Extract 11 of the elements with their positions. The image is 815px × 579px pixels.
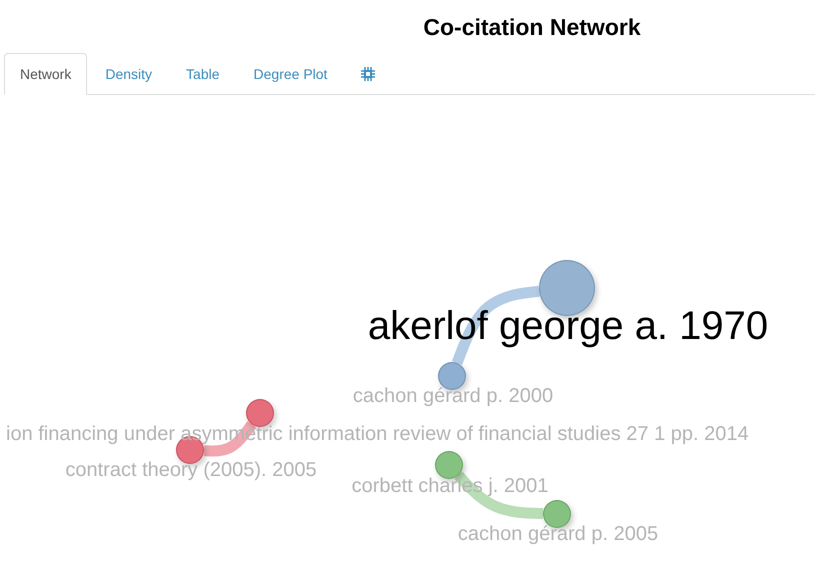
active-tab: Network [4, 53, 88, 95]
edge-line [452, 286, 540, 365]
node-label: contract theory (2005). 2005 [65, 460, 317, 480]
node-label: cachon gérard p. 2005 [458, 524, 658, 544]
tab-label: Degree Plot [252, 65, 328, 84]
chart-title: Co-citation Network [423, 13, 641, 41]
node-label: akerlof george a. 1970 [368, 306, 768, 346]
tab-label: Table [185, 65, 221, 84]
tab-label: Density [104, 65, 154, 84]
node-label: cachon gérard p. 2000 [352, 386, 554, 406]
edge-line [454, 472, 544, 520]
